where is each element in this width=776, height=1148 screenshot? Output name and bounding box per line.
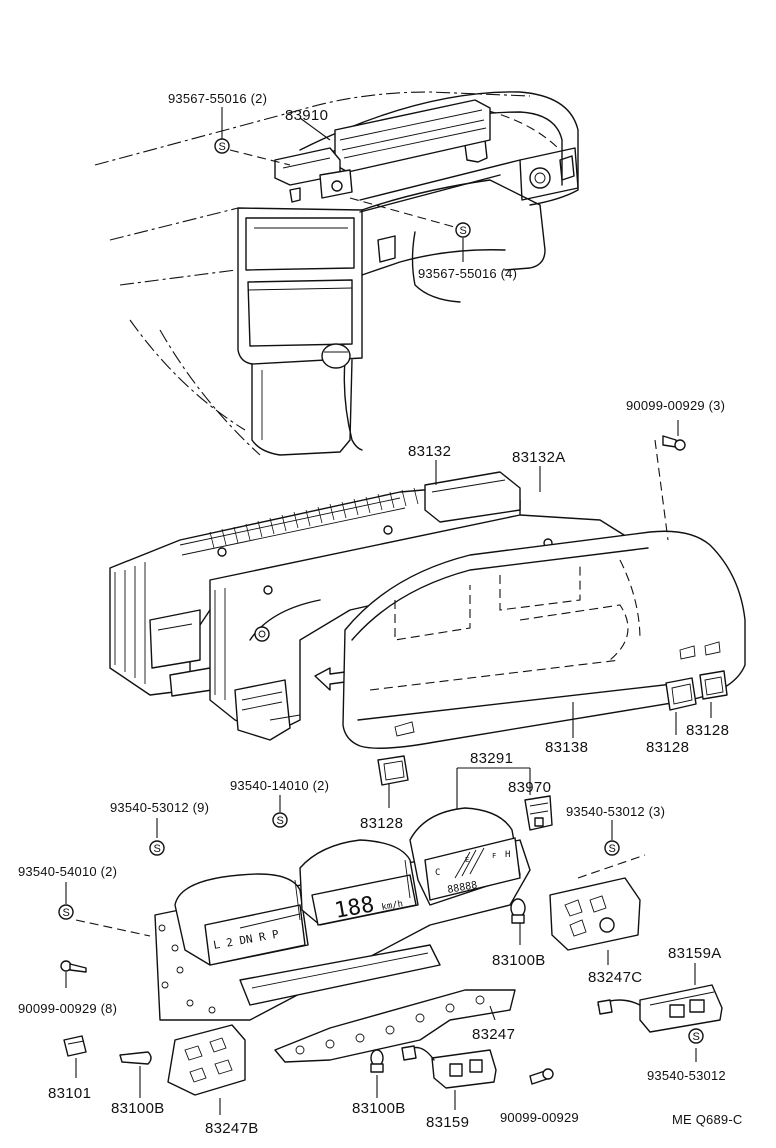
gauge-h-label: H (505, 850, 510, 860)
s-symbol-3: S (272, 812, 288, 828)
callout-83247: 83247 (472, 1026, 515, 1043)
callout-83128-left: 83128 (646, 739, 689, 756)
callout-90099-00929-bottom: 90099-00929 (500, 1110, 579, 1125)
part-83132A-cluster-inner-frame (209, 514, 641, 741)
callout-83970: 83970 (508, 779, 551, 796)
callout-83100B-middle: 83100B (352, 1100, 406, 1117)
part-83970-connector (524, 795, 553, 831)
part-83910-cluster-panel (274, 99, 491, 199)
gauge-f-label: F (492, 852, 496, 860)
callout-83101: 83101 (48, 1085, 91, 1102)
svg-text:S: S (219, 141, 226, 153)
svg-text:S: S (693, 1031, 700, 1043)
part-83291-gauge-assembly: L 2 DN R P 188 km/h C H E F 88888 (154, 807, 531, 1021)
part-83247B-circuit (167, 1024, 246, 1115)
callout-83291: 83291 (470, 750, 513, 767)
s-symbol-6: S (58, 904, 74, 920)
callout-93540-54010-2: 93540-54010 (2) (18, 864, 117, 879)
leader-lines-top (221, 107, 464, 262)
callout-83132: 83132 (408, 443, 451, 460)
callout-labels: 93567-55016 (2) 83910 93567-55016 (4) 90… (18, 91, 742, 1137)
callout-83100B-right: 83100B (492, 952, 546, 969)
callout-83159A: 83159A (668, 945, 722, 962)
callout-83132A: 83132A (512, 449, 566, 466)
screw-90099-00929-bottom (529, 1068, 554, 1085)
callout-83138: 83138 (545, 739, 588, 756)
callout-83159: 83159 (426, 1114, 469, 1131)
part-83101-connector (63, 1035, 87, 1078)
svg-text:S: S (154, 843, 161, 855)
callout-93540-14010-2: 93540-14010 (2) (230, 778, 329, 793)
s-symbol-2: S (455, 222, 471, 238)
callout-83247C: 83247C (588, 969, 642, 986)
s-symbol-7: S (688, 1028, 704, 1044)
gauge-e-label: E (465, 856, 469, 864)
part-83159A-switch (597, 963, 723, 1062)
svg-text:S: S (277, 815, 284, 827)
part-83128-switch-single (377, 755, 409, 786)
s-symbol-4: S (149, 840, 165, 856)
svg-text:S: S (63, 907, 70, 919)
callout-83128-right: 83128 (686, 722, 729, 739)
screw-90099-00929-top (662, 420, 686, 451)
callout-93540-53012-9: 93540-53012 (9) (110, 800, 209, 815)
part-83138-cluster-lens (342, 439, 746, 749)
callout-93567-55016-2: 93567-55016 (2) (168, 91, 267, 106)
leader-lines-middle (65, 460, 712, 937)
callout-93567-55016-4: 93567-55016 (4) (418, 266, 517, 281)
odometer-digits: 88888 (447, 880, 479, 896)
s-symbol-1: S (214, 138, 230, 154)
part-83247C-circuit-board (549, 877, 641, 965)
callout-90099-00929-8: 90099-00929 (8) (18, 1001, 117, 1016)
svg-text:S: S (609, 843, 616, 855)
part-83100B-bulb-middle (370, 1049, 384, 1098)
figure-code: ME Q689-C (672, 1112, 742, 1127)
callout-83128-lower: 83128 (360, 815, 403, 832)
part-83128-switch-pair (665, 670, 728, 711)
part-83100B-bulb-left (119, 1051, 152, 1098)
callout-83100B-left: 83100B (111, 1100, 165, 1117)
screw-90099-00929-left (60, 960, 87, 988)
part-83159-switch (401, 1045, 497, 1110)
s-symbol-5: S (604, 840, 620, 856)
speed-unit: km/h (381, 899, 404, 913)
callout-93540-53012-3: 93540-53012 (3) (566, 804, 665, 819)
svg-text:S: S (460, 225, 467, 237)
gauge-c-label: C (435, 868, 440, 878)
callout-83910: 83910 (285, 107, 328, 124)
callout-93540-53012: 93540-53012 (647, 1068, 726, 1083)
part-83100B-bulb-right (510, 898, 526, 945)
callout-90099-00929-3: 90099-00929 (3) (626, 398, 725, 413)
callout-83247B: 83247B (205, 1120, 259, 1137)
part-83247-printed-circuit (274, 989, 516, 1063)
